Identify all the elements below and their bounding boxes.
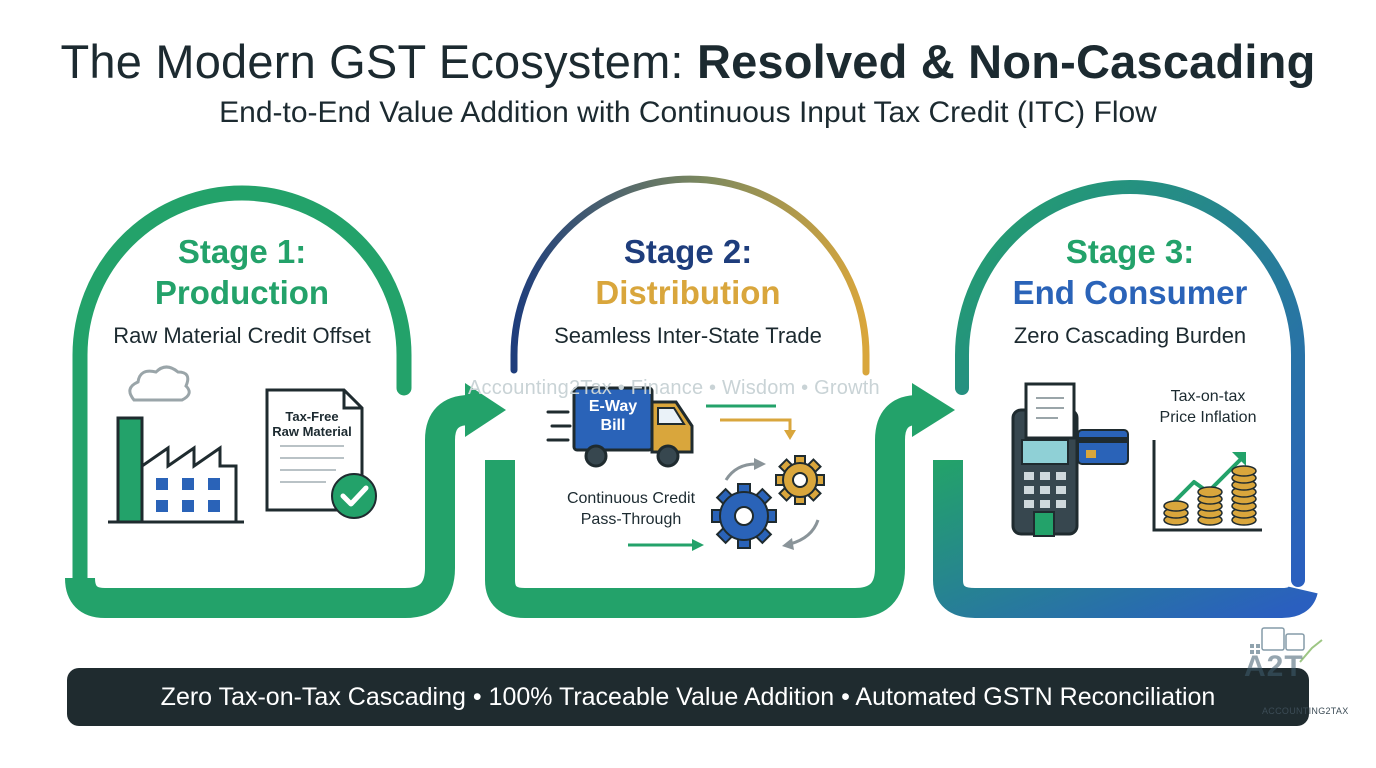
logo-name: ACCOUNTING2TAX <box>1262 706 1349 716</box>
flow-ribbon-1 <box>65 383 506 618</box>
stage-2-title: Stage 2: Distribution <box>538 231 838 313</box>
stage-1-number: Stage 1: <box>177 233 307 270</box>
document-label: Tax-Free Raw Material <box>264 409 360 439</box>
flow-ribbon-2 <box>485 383 955 618</box>
flow-arrows-icon <box>628 404 796 551</box>
credit-pass-label-line1: Continuous Credit <box>566 490 696 507</box>
truck-label-line2: Bill <box>600 417 626 434</box>
watermark-text: Accounting2Tax • Finance • Wisdom • Grow… <box>468 377 880 399</box>
credit-pass-label-line2: Pass-Through <box>580 511 682 528</box>
stage-3-name: End Consumer <box>1012 274 1248 311</box>
inflation-label-line1: Tax-on-tax <box>1170 388 1246 405</box>
title-regular: The Modern GST Ecosystem: <box>60 35 697 88</box>
stage-1-arch <box>72 185 412 586</box>
stage-3-number: Stage 3: <box>1065 233 1195 270</box>
truck-icon <box>546 386 694 468</box>
factory-icon <box>108 365 244 524</box>
document-label-line1: Tax-Free <box>285 409 339 424</box>
stage-2-subtitle: Seamless Inter-State Trade <box>554 323 822 348</box>
page-subtitle: End-to-End Value Addition with Continuou… <box>219 96 1157 129</box>
arrow-head-icon <box>465 383 506 437</box>
page-title: The Modern GST Ecosystem: Resolved & Non… <box>0 34 1376 89</box>
stage-3-subtitle: Zero Cascading Burden <box>1013 323 1247 348</box>
stage-1-subtitle: Raw Material Credit Offset <box>113 323 371 348</box>
price-inflation-icon <box>1152 440 1262 532</box>
check-badge-icon <box>331 473 377 519</box>
stage-2-arch <box>510 175 870 376</box>
summary-banner: Zero Tax-on-Tax Cascading • 100% Traceab… <box>67 668 1309 726</box>
title-bold: Resolved & Non-Cascading <box>696 35 1316 88</box>
logo-mark: A2T <box>1244 650 1304 683</box>
document-label-line2: Raw Material <box>272 424 352 439</box>
inflation-label: Tax-on-tax Price Inflation <box>1136 386 1280 428</box>
stage-2-number: Stage 2: <box>623 233 753 270</box>
credit-pass-label: Continuous Credit Pass-Through <box>548 488 714 530</box>
logo-icon <box>1250 627 1323 663</box>
arrow-head-icon <box>912 383 955 437</box>
stage-3-arch <box>955 180 1305 587</box>
stage-2-name: Distribution <box>595 274 781 311</box>
gears-icon <box>711 455 825 550</box>
inflation-label-line2: Price Inflation <box>1159 409 1257 426</box>
flow-ribbon-3 <box>933 460 1318 618</box>
credit-card-icon <box>1077 429 1129 465</box>
truck-label-line1: E-Way <box>588 398 638 415</box>
stage-1-name: Production <box>154 274 330 311</box>
truck-label: E-Way Bill <box>574 397 652 435</box>
stage-1-title: Stage 1: Production <box>92 231 392 313</box>
pos-terminal-icon <box>1011 382 1079 537</box>
stage-3-title: Stage 3: End Consumer <box>980 231 1280 313</box>
